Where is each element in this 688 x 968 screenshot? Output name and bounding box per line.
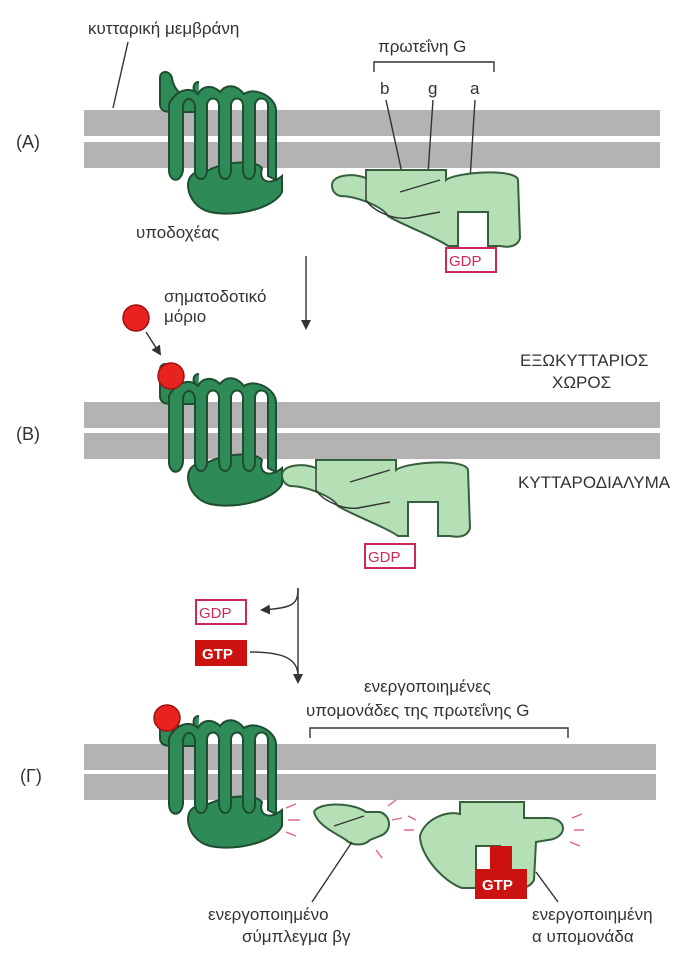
extracellular-label-2: ΧΩΡΟΣ <box>552 373 611 392</box>
gdp-box-b <box>364 543 416 569</box>
gtp-uptake-curve <box>249 651 299 677</box>
g-protein-complex-b <box>281 459 471 538</box>
bg-complex-leader <box>311 841 353 903</box>
subunit-b-leader <box>385 99 405 183</box>
gdp-release-arrow <box>260 587 299 615</box>
alpha-subunit-label-2: α υπομονάδα <box>532 927 634 946</box>
cell-membrane-label: κυτταρική μεμβράνη <box>88 19 239 38</box>
beta-gamma-complex <box>312 803 390 846</box>
activation-ray <box>375 849 383 859</box>
cytosol-label: ΚΥΤΤΑΡΟΔΙΑΛΥΜΑ <box>518 473 671 492</box>
panel-label-b: (Β) <box>16 424 40 444</box>
subunit-a-label: a <box>470 79 480 98</box>
panel-label-a: (Α) <box>16 132 40 152</box>
activation-ray <box>285 803 297 809</box>
activated-subunits-label-1: ενεργοποιημένες <box>364 677 491 696</box>
bound-signal-molecule-c <box>153 704 181 732</box>
activated-subunits-label-2: υπομονάδες της πρωτεΐνης G <box>306 701 529 720</box>
signal-molecule <box>122 304 150 332</box>
gtp-label-c: GTP <box>482 877 513 894</box>
membrane-leader-line <box>112 41 129 109</box>
gtp-stem <box>490 846 512 870</box>
activation-ray <box>407 815 417 821</box>
bound-signal-molecule-b <box>157 362 185 390</box>
incoming-gtp-box <box>195 640 247 666</box>
subunit-a-leader <box>469 99 476 181</box>
gdp-label-b: GDP <box>368 549 401 566</box>
signal-molecule-label-2: μόριο <box>164 307 206 326</box>
released-gdp-box <box>195 599 247 625</box>
activation-ray <box>391 817 403 821</box>
beta-gamma-boundary <box>333 815 365 827</box>
g-protein-complex-a <box>331 169 521 248</box>
binding-arrow <box>145 331 162 356</box>
gdp-label-a: GDP <box>449 253 482 270</box>
alpha-subunit-label-1: ενεργοποιημένη <box>532 905 653 924</box>
activated-alpha-subunit <box>418 801 564 890</box>
g-protein-label: πρωτεΐνη G <box>378 37 466 56</box>
alpha-subunit-leader <box>535 871 559 903</box>
signal-molecule-label-1: σηματοδοτικό <box>164 287 266 306</box>
incoming-gtp-label: GTP <box>202 646 233 663</box>
subunit-b-label: b <box>380 79 389 98</box>
released-gdp-label: GDP <box>199 605 232 622</box>
bg-complex-label-2: σύμπλεγμα βγ <box>242 927 351 946</box>
activation-ray <box>571 813 583 819</box>
activation-ray <box>387 799 397 807</box>
g-protein-bracket <box>373 61 495 72</box>
activation-ray <box>569 841 581 847</box>
subunit-g-label: g <box>428 79 437 98</box>
activated-subunits-bracket <box>309 727 569 738</box>
bg-complex-label-1: ενεργοποιημένο <box>208 905 329 924</box>
activation-ray <box>285 831 297 837</box>
gtp-box-c <box>475 869 527 899</box>
panel-label-c: (Γ) <box>20 766 42 786</box>
receptor-label: υποδοχέας <box>136 223 219 242</box>
gdp-box-a <box>445 247 497 273</box>
extracellular-label-1: ΕΞΩΚΥΤΤΑΡΙΟΣ <box>520 351 648 370</box>
